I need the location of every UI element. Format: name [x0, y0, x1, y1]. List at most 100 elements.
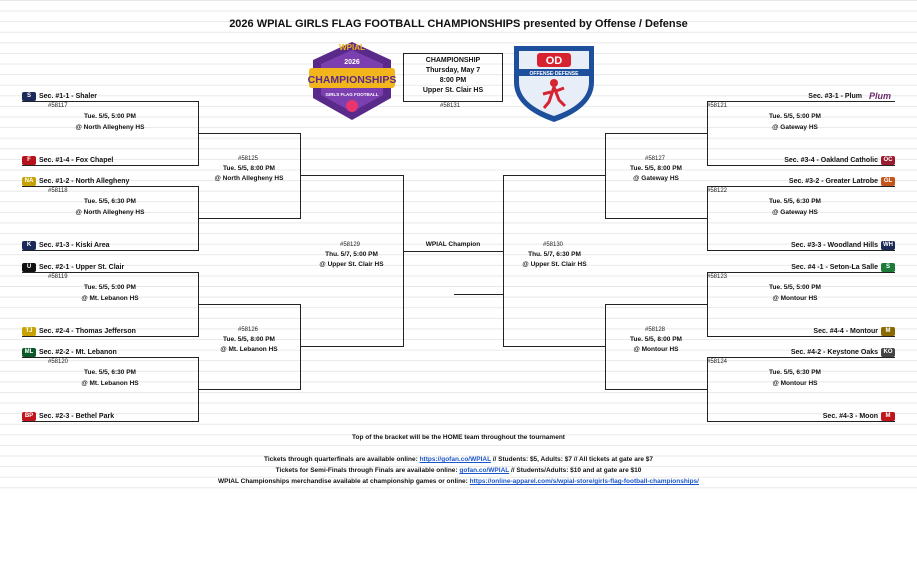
right-team-8-logo-icon: M	[881, 412, 895, 421]
footer-line-2: Tickets for Semi-Finals through Finals a…	[0, 467, 917, 474]
championship-site: Upper St. Clair HS	[422, 87, 484, 94]
merch-link[interactable]: https://online-apparel.com/s/wpial-store…	[469, 478, 699, 485]
right-r2-time: Tue. 5/5, 8:00 PM	[630, 336, 682, 343]
left-r1-site: @ North Allegheny HS	[75, 124, 145, 131]
right-team-1-label: Sec. #3-1 - Plum	[808, 93, 862, 100]
right-team-1-logo-icon: Plum	[868, 91, 891, 101]
championship-time: 8:00 PM	[439, 77, 467, 84]
right-r1-out	[605, 133, 707, 134]
right-r1-game-number: #58122	[707, 188, 728, 194]
logo-sub-text: GIRLS FLAG FOOTBALL	[326, 92, 379, 97]
left-r2-connector	[300, 304, 301, 390]
left-team-line	[22, 336, 198, 337]
left-r1-time: Tue. 5/5, 5:00 PM	[84, 284, 136, 291]
left-team-8-logo-icon: BP	[22, 412, 36, 421]
right-r2-site: @ Gateway HS	[633, 175, 679, 182]
right-r1-time: Tue. 5/5, 6:30 PM	[769, 369, 821, 376]
left-team-5-logo-icon: U	[22, 263, 36, 272]
left-r1-game-number: #58118	[48, 188, 68, 194]
left-team-line	[22, 421, 198, 422]
left-team-line	[22, 272, 198, 273]
left-r2-out	[300, 346, 403, 347]
left-team-3-logo-icon: NA	[22, 177, 36, 186]
left-team-6-label: Sec. #2-4 - Thomas Jefferson	[39, 328, 136, 335]
left-team-7-label: Sec. #2-2 - Mt. Lebanon	[39, 349, 117, 356]
left-r2-out	[300, 175, 403, 176]
right-team-2-label: Sec. #3-4 - Oakland Catholic	[784, 157, 878, 164]
right-r2-connector	[605, 133, 606, 219]
logo-year-text: 2026	[344, 59, 360, 66]
left-r1-time: Tue. 5/5, 6:30 PM	[84, 369, 136, 376]
right-r1-connector	[707, 186, 708, 251]
right-sf-site: @ Upper St. Clair HS	[522, 261, 587, 268]
left-r1-site: @ North Allegheny HS	[75, 209, 145, 216]
left-r1-out	[198, 218, 300, 219]
left-team-line	[22, 250, 198, 251]
right-r1-time: Tue. 5/5, 6:30 PM	[769, 198, 821, 205]
right-team-line	[707, 165, 895, 166]
left-sf-time: Thu. 5/7, 5:00 PM	[325, 251, 378, 258]
right-team-6-label: Sec. #4-4 - Montour	[813, 328, 878, 335]
right-team-5-logo-icon: S	[881, 263, 895, 272]
left-r1-site: @ Mt. Lebanon HS	[81, 295, 139, 302]
champion-line-lower	[454, 294, 503, 295]
od-text: OFFENSE·DEFENSE	[530, 71, 580, 77]
right-team-line	[707, 272, 895, 273]
left-team-5-label: Sec. #2-1 - Upper St. Clair	[39, 264, 125, 271]
left-team-4-logo-icon: K	[22, 241, 36, 250]
left-sf-site: @ Upper St. Clair HS	[319, 261, 384, 268]
right-r1-connector	[707, 357, 708, 422]
left-team-6-logo-icon: TJ	[22, 327, 36, 336]
left-r1-out	[198, 133, 300, 134]
left-r1-time: Tue. 5/5, 6:30 PM	[84, 198, 136, 205]
right-r2-out	[503, 346, 605, 347]
right-team-4-label: Sec. #3-3 - Woodland Hills	[790, 242, 878, 249]
footer-line-1: Tickets through quarterfinals are availa…	[0, 456, 917, 463]
left-r1-site: @ Mt. Lebanon HS	[81, 380, 139, 387]
right-r1-time: Tue. 5/5, 5:00 PM	[769, 113, 821, 120]
left-team-1-logo-icon: S	[22, 92, 36, 101]
gofan-link-2[interactable]: gofan.co/WPIAL	[459, 467, 510, 474]
footer-2-text: Tickets for Semi-Finals through Finals a…	[275, 467, 458, 474]
right-sf-game-number: #58130	[543, 242, 564, 248]
left-r2-time: Tue. 5/5, 8:00 PM	[223, 336, 275, 343]
championship-date: Thursday, May 7	[425, 67, 481, 74]
right-r2-game-number: #58127	[645, 156, 666, 162]
right-team-7-logo-icon: KO	[881, 348, 895, 357]
left-r1-out	[198, 304, 300, 305]
page-title: 2026 WPIAL GIRLS FLAG FOOTBALL CHAMPIONS…	[229, 18, 688, 30]
championship-game-number: #58131	[440, 103, 461, 109]
offense-defense-logo: OD OFFENSE·DEFENSE	[514, 46, 594, 122]
left-r2-game-number: #58126	[238, 327, 259, 333]
right-team-4-logo-icon: WH	[881, 241, 895, 250]
right-r1-site: @ Gateway HS	[772, 209, 818, 216]
right-team-7-label: Sec. #4-2 - Keystone Oaks	[790, 349, 878, 356]
right-team-line	[707, 186, 895, 187]
left-team-2-label: Sec. #1-4 - Fox Chapel	[39, 157, 114, 164]
right-team-line	[707, 250, 895, 251]
left-team-3-label: Sec. #1-2 - North Allegheny	[39, 178, 130, 185]
left-team-line	[22, 186, 198, 187]
logo-top-text: WPIAL	[339, 43, 365, 52]
right-r1-site: @ Montour HS	[772, 295, 818, 302]
right-r2-site: @ Montour HS	[633, 346, 679, 353]
right-r1-game-number: #58121	[707, 103, 728, 109]
left-team-line	[22, 165, 198, 166]
right-r1-game-number: #58123	[707, 274, 728, 280]
right-team-5-label: Sec. #4 -1 - Seton-La Salle	[791, 264, 878, 271]
left-team-4-label: Sec. #1-3 - Kiski Area	[39, 242, 110, 249]
footer-1-text: Tickets through quarterfinals are availa…	[263, 456, 418, 463]
right-team-3-label: Sec. #3-2 - Greater Latrobe	[788, 178, 878, 185]
footer-3-text: WPIAL Championships merchandise availabl…	[218, 478, 468, 485]
gofan-link-1[interactable]: https://gofan.co/WPIAL	[419, 456, 491, 463]
left-r2-connector	[300, 133, 301, 219]
left-team-line	[22, 101, 198, 102]
